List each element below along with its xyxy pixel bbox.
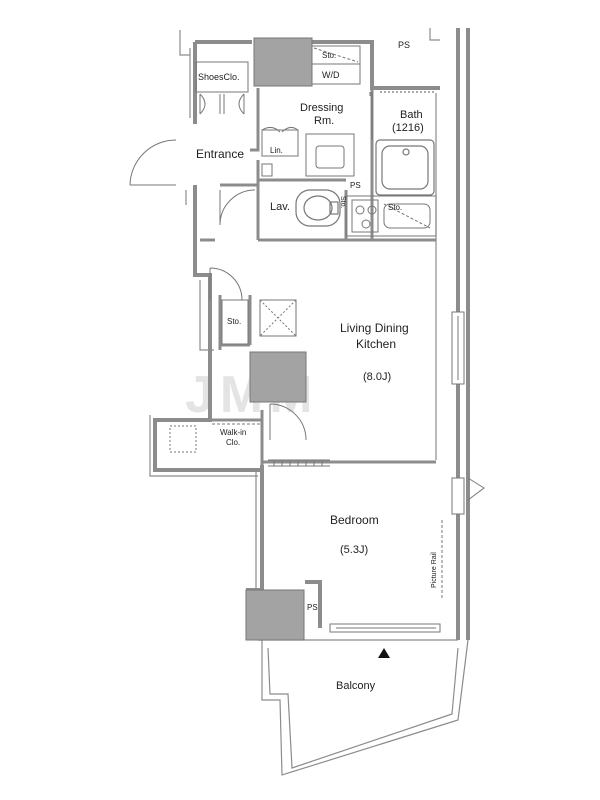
label-ps-bottom: PS <box>307 603 318 612</box>
label-balcony: Balcony <box>336 680 376 692</box>
toilet <box>295 189 341 227</box>
column-top <box>253 37 313 87</box>
walkin-fixtures <box>169 423 262 453</box>
label-wd: W/D <box>322 70 340 80</box>
hall-storage <box>221 299 297 345</box>
dressing-room-fixtures <box>261 126 355 177</box>
washer-area <box>311 45 361 85</box>
label-dressing-room: Dressing <box>300 102 343 114</box>
label-ldk: Living Dining <box>340 321 409 335</box>
label-walkin-2: Clo. <box>226 438 240 447</box>
label-shoes-closet: ShoesClo. <box>198 72 240 82</box>
label-bedroom-size: (5.3J) <box>340 544 368 556</box>
kitchen-counter <box>345 195 437 237</box>
windows <box>329 311 465 633</box>
bathtub <box>371 91 436 196</box>
label-walkin: Walk-in <box>220 428 246 437</box>
label-ldk-size: (8.0J) <box>363 371 391 383</box>
label-sto-kitchen-vertical: Sto. <box>339 196 346 209</box>
column-middle <box>249 351 307 403</box>
label-sto-top: Sto. <box>322 51 336 60</box>
shoes-closet <box>195 61 249 115</box>
label-bath-size: (1216) <box>392 122 424 134</box>
doors <box>129 92 485 501</box>
label-sto-kitchen: Sto. <box>388 203 402 212</box>
room-labels: PS Sto. W/D ShoesClo. Dressing Rm. Bath … <box>196 40 438 692</box>
label-entrance: Entrance <box>196 147 244 161</box>
sliding-door <box>268 459 330 467</box>
label-sto-hall: Sto. <box>227 317 241 326</box>
label-dressing-room-2: Rm. <box>314 115 334 127</box>
label-lavatory: Lav. <box>270 201 290 213</box>
label-linen: Lin. <box>270 146 283 155</box>
label-picture-rail: Picture Rail <box>431 552 438 588</box>
label-ps-middle: PS <box>350 181 361 190</box>
label-bedroom: Bedroom <box>330 513 379 527</box>
label-ldk-2: Kitchen <box>356 337 396 351</box>
entry-arrow-icon <box>378 648 390 658</box>
label-bath: Bath <box>400 109 423 121</box>
column-bottom <box>245 589 305 641</box>
label-ps-top: PS <box>398 40 410 50</box>
